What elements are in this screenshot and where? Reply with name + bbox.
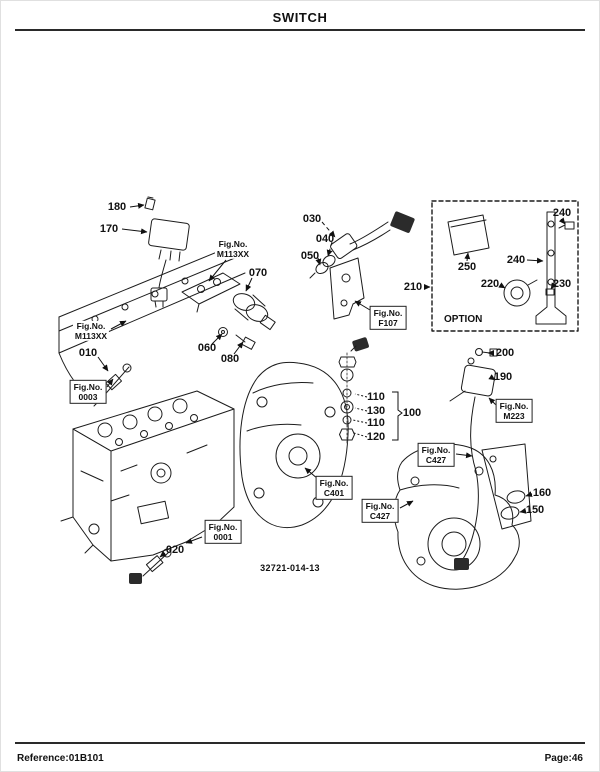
page-title: SWITCH	[272, 10, 328, 25]
fig-label-f107: Fig.No. F107	[369, 305, 407, 331]
fig-label-line1: Fig.No.	[365, 500, 395, 511]
callout-130: 130	[366, 405, 386, 417]
fig-label-line1: Fig.No.	[76, 320, 106, 331]
callout-040: 040	[315, 233, 335, 245]
bolt-200	[475, 348, 498, 357]
callout-190: 190	[493, 371, 513, 383]
header-rule	[15, 29, 585, 31]
fig-label-line2: M223	[503, 411, 525, 421]
leader-lines	[97, 202, 566, 558]
callout-100: 100	[402, 407, 422, 419]
fig-label-line2: C401	[323, 488, 345, 498]
fig-label-m113xx-top: Fig.No. M113XX	[214, 238, 252, 260]
option-box	[431, 200, 579, 332]
callout-020: 020	[165, 544, 185, 556]
switch-190	[449, 357, 496, 570]
fig-label-line1: Fig.No.	[218, 238, 248, 249]
footer-rule	[15, 742, 585, 744]
callout-240-mid: 240	[506, 254, 526, 266]
callout-200: 200	[495, 347, 515, 359]
sender-parts-100	[338, 337, 369, 444]
footer-reference: Reference:01B101	[17, 753, 104, 764]
option-parts	[447, 211, 575, 325]
callout-170: 170	[99, 223, 119, 235]
callout-150: 150	[525, 504, 545, 516]
fig-label-line2: C427	[425, 455, 447, 465]
plate-150-160	[481, 443, 532, 530]
fig-label-line1: Fig.No.	[319, 477, 349, 488]
callout-230: 230	[552, 278, 572, 290]
callout-060: 060	[197, 342, 217, 354]
fig-label-m113xx-left: Fig.No. M113XX	[72, 320, 110, 342]
clutch-housing-c401	[239, 361, 349, 529]
fig-label-c427-bottom: Fig.No. C427	[361, 498, 399, 524]
fig-label-line2: 0003	[78, 392, 98, 402]
fig-label-line2: M113XX	[216, 249, 250, 259]
footer-page: Page:46	[544, 753, 583, 764]
fig-label-line1: Fig.No.	[208, 521, 238, 532]
fig-label-line2: M113XX	[74, 331, 108, 341]
fig-label-0001: Fig.No. 0001	[204, 519, 242, 545]
callout-210: 210	[403, 281, 423, 293]
callout-240-top: 240	[552, 207, 572, 219]
callout-120: 120	[366, 431, 386, 443]
parts-060-080	[218, 327, 256, 350]
fig-label-c401: Fig.No. C401	[315, 475, 353, 501]
callout-110-lower: 110	[367, 417, 385, 429]
callout-250: 250	[457, 261, 477, 273]
fig-label-c427-top: Fig.No. C427	[417, 442, 455, 468]
relay-170	[148, 218, 190, 308]
callout-220: 220	[480, 278, 500, 290]
glow-plug-020	[129, 548, 172, 584]
drawing-number: 32721-014-13	[260, 563, 320, 573]
engine-block	[60, 390, 235, 562]
bracket-f107	[329, 257, 365, 320]
option-label: OPTION	[444, 314, 483, 325]
fig-label-line2: F107	[378, 318, 398, 328]
callout-070: 070	[248, 267, 268, 279]
fig-label-line1: Fig.No.	[499, 400, 529, 411]
switch-070	[232, 293, 276, 331]
fig-label-0003: Fig.No. 0003	[69, 379, 107, 405]
fig-label-line2: 0001	[213, 532, 233, 542]
fig-label-line1: Fig.No.	[373, 307, 403, 318]
fig-label-line2: C427	[369, 511, 391, 521]
callout-050: 050	[300, 250, 320, 262]
callout-160: 160	[532, 487, 552, 499]
brace-100	[392, 391, 403, 441]
switch-assembly-030	[309, 211, 415, 279]
callout-010: 010	[78, 347, 98, 359]
screw-180	[144, 196, 156, 211]
callout-110-upper: 110	[367, 391, 385, 403]
callout-030: 030	[302, 213, 322, 225]
callout-080: 080	[220, 353, 240, 365]
fig-label-line1: Fig.No.	[421, 444, 451, 455]
callout-180: 180	[107, 201, 127, 213]
fig-label-m223: Fig.No. M223	[495, 398, 533, 424]
fig-label-line1: Fig.No.	[73, 381, 103, 392]
